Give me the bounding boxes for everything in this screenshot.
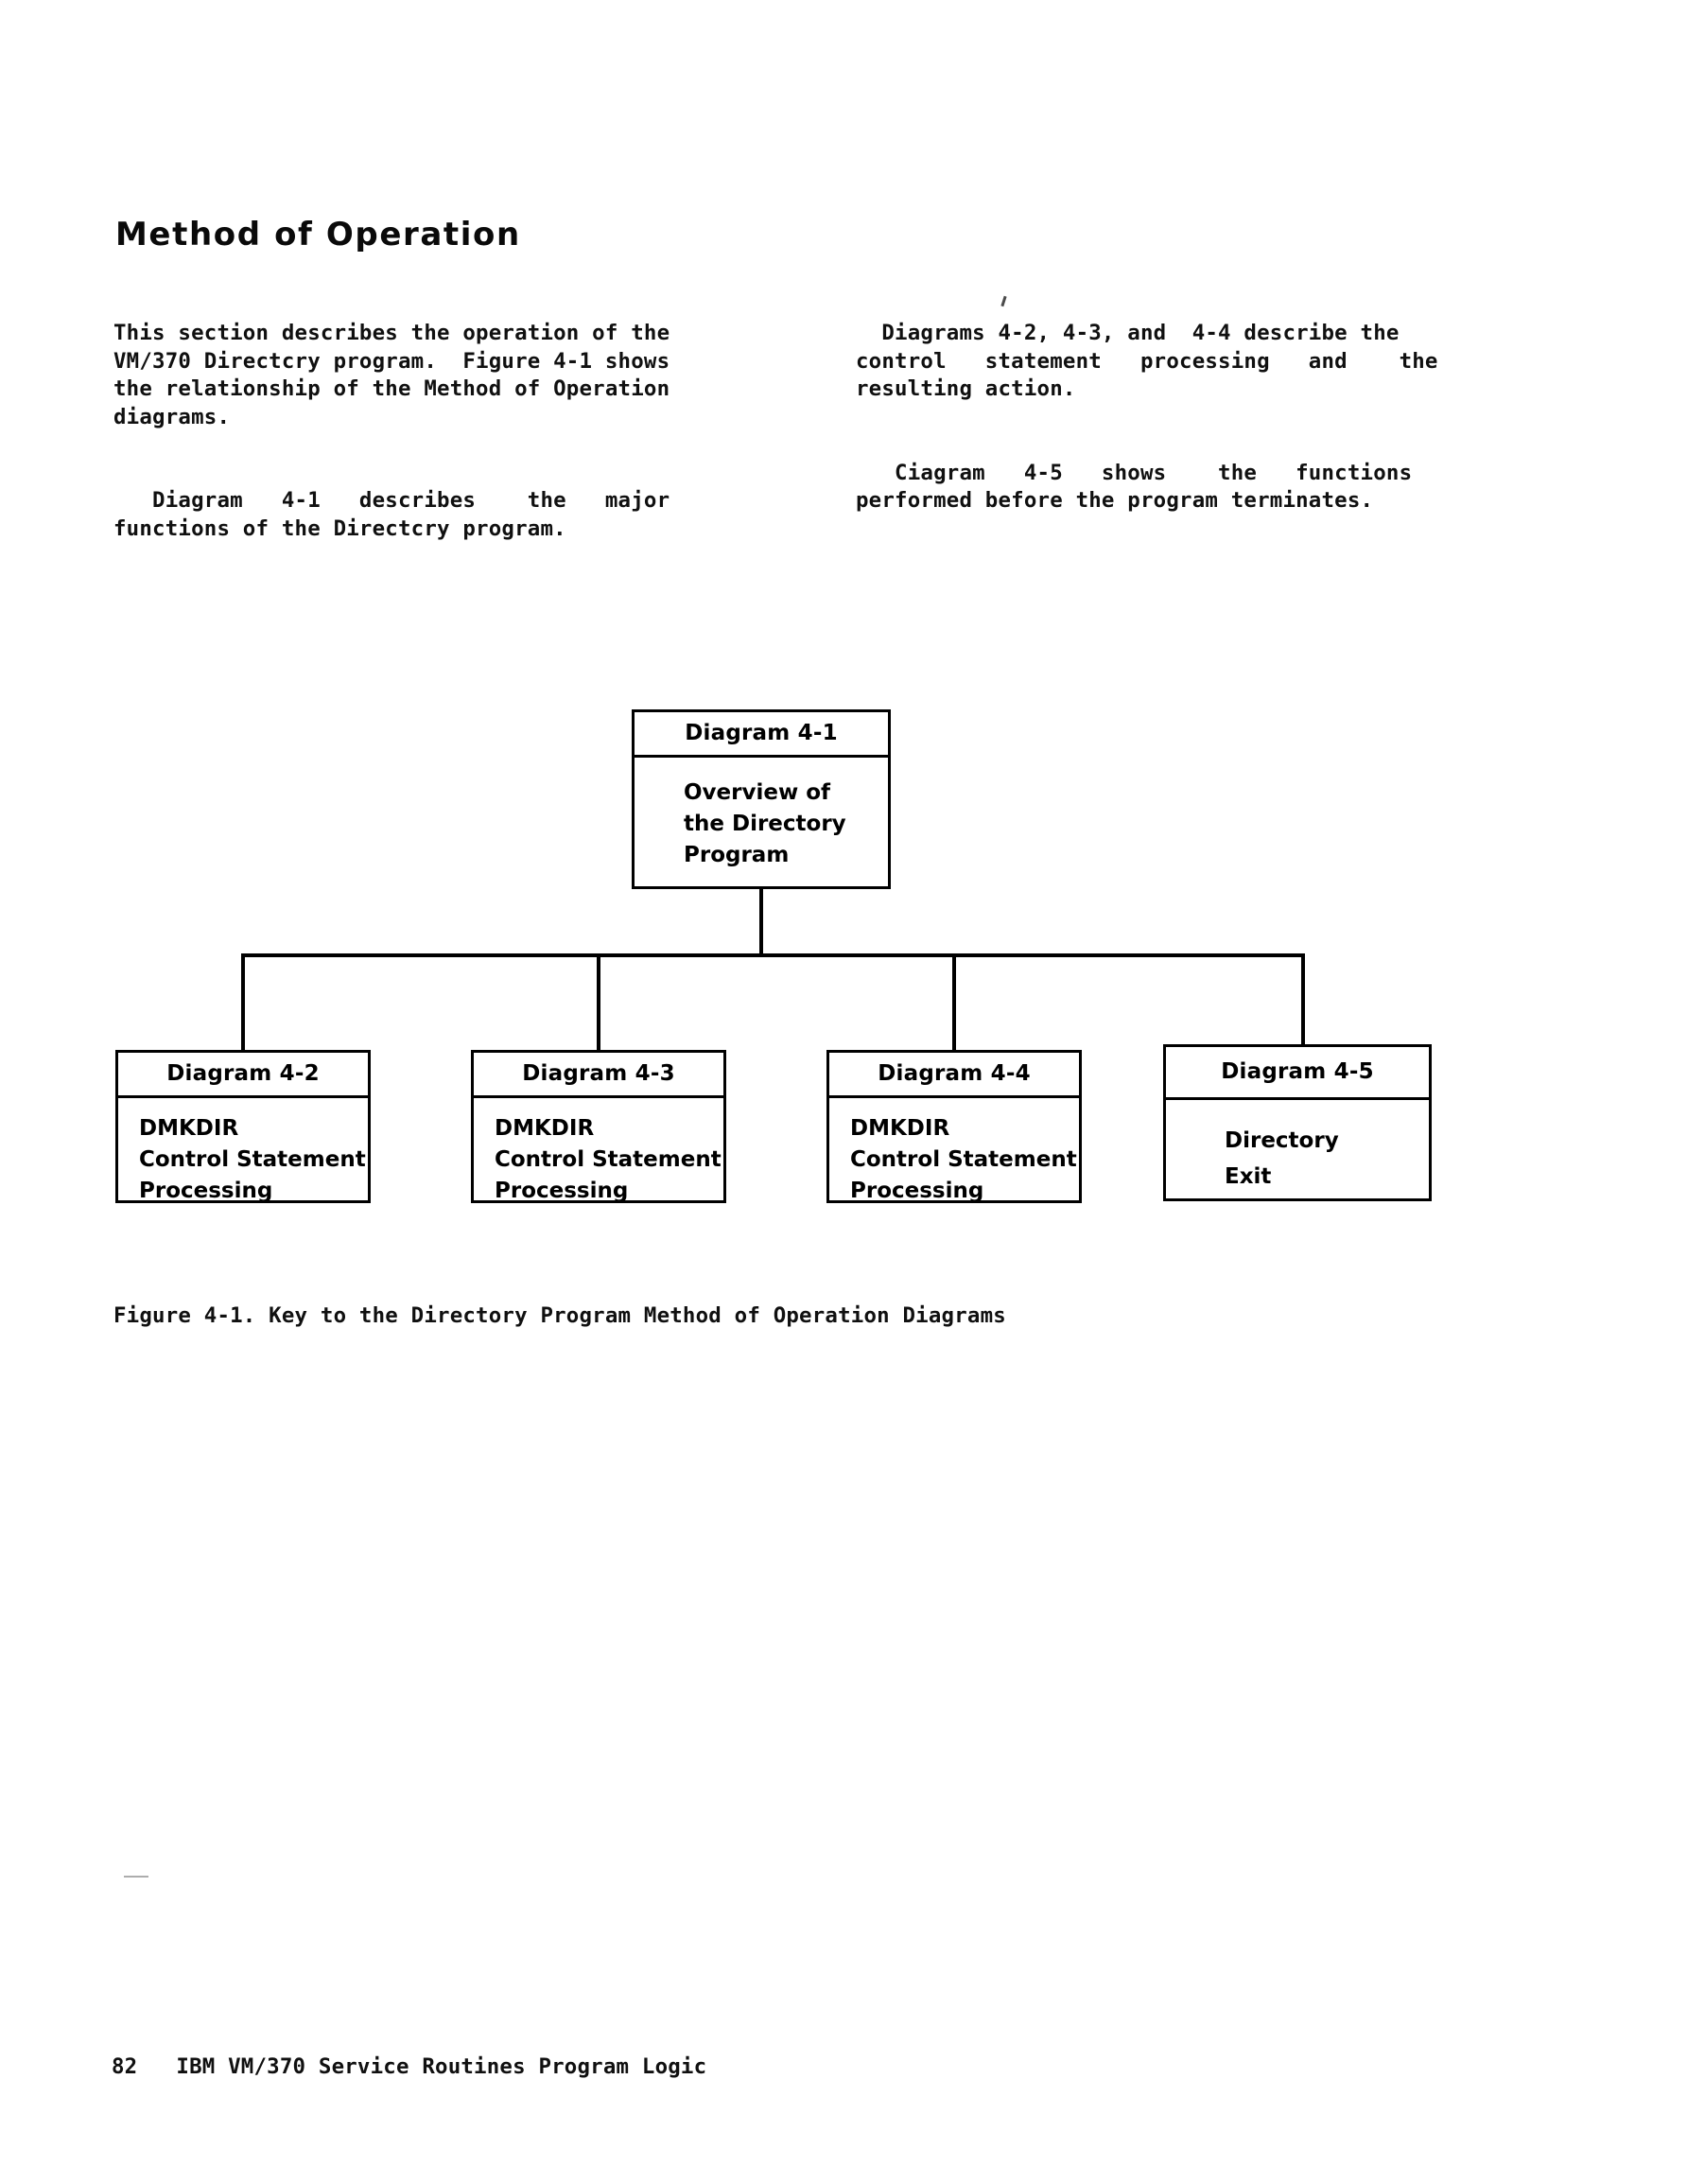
diagram-node-header: Diagram 4-1 xyxy=(635,712,888,758)
diagram-node-child-2: Diagram 4-3 DMKDIR Control Statement Pro… xyxy=(471,1050,726,1203)
paragraph: Diagram 4-1 describes the major function… xyxy=(113,488,670,541)
connector-root-drop xyxy=(759,889,763,957)
diagram-node-root: Diagram 4-1 Overview of the Directory Pr… xyxy=(632,709,891,889)
diagram-node-header: Diagram 4-4 xyxy=(829,1053,1079,1098)
diagram-node-child-1: Diagram 4-2 DMKDIR Control Statement Pro… xyxy=(115,1050,371,1203)
diagram-node-body: DMKDIR Control Statement Processing xyxy=(495,1116,722,1203)
diagram-node-body: DMKDIR Control Statement Processing xyxy=(850,1116,1077,1203)
diagram-node-header: Diagram 4-5 xyxy=(1166,1047,1429,1100)
diagram-node-body: Overview of the Directory Program xyxy=(684,780,846,867)
page-footer: 82 IBM VM/370 Service Routines Program L… xyxy=(112,2054,707,2079)
scan-artifact-mark xyxy=(124,1876,148,1878)
paragraph: This section describes the operation of … xyxy=(113,321,670,429)
connector-horizontal-bus xyxy=(241,953,1305,957)
body-column-left: This section describes the operation of … xyxy=(113,320,757,543)
body-column-right: Diagrams 4-2, 4-3, and 4-4 describe the … xyxy=(856,320,1499,515)
connector-drop-child-4 xyxy=(1301,953,1305,1050)
diagram-node-header: Diagram 4-2 xyxy=(118,1053,368,1098)
connector-drop-child-2 xyxy=(597,953,600,1050)
connector-drop-child-1 xyxy=(241,953,245,1050)
scan-artifact-speck xyxy=(1000,295,1007,307)
paragraph: Ciagram 4-5 shows the functions performe… xyxy=(856,460,1413,514)
connector-drop-child-3 xyxy=(952,953,956,1050)
diagram-node-header: Diagram 4-3 xyxy=(474,1053,723,1098)
page-title: Method of Operation xyxy=(115,215,521,253)
diagram-node-child-4: Diagram 4-5 Directory Exit xyxy=(1163,1044,1432,1201)
figure-hierarchy-diagram: Diagram 4-1 Overview of the Directory Pr… xyxy=(0,662,1687,1286)
diagram-node-body: DMKDIR Control Statement Processing xyxy=(139,1116,366,1203)
diagram-node-child-3: Diagram 4-4 DMKDIR Control Statement Pro… xyxy=(826,1050,1082,1203)
figure-caption: Figure 4-1. Key to the Directory Program… xyxy=(113,1303,1006,1328)
paragraph: Diagrams 4-2, 4-3, and 4-4 describe the … xyxy=(856,321,1438,401)
diagram-node-body: Directory Exit xyxy=(1225,1128,1339,1189)
